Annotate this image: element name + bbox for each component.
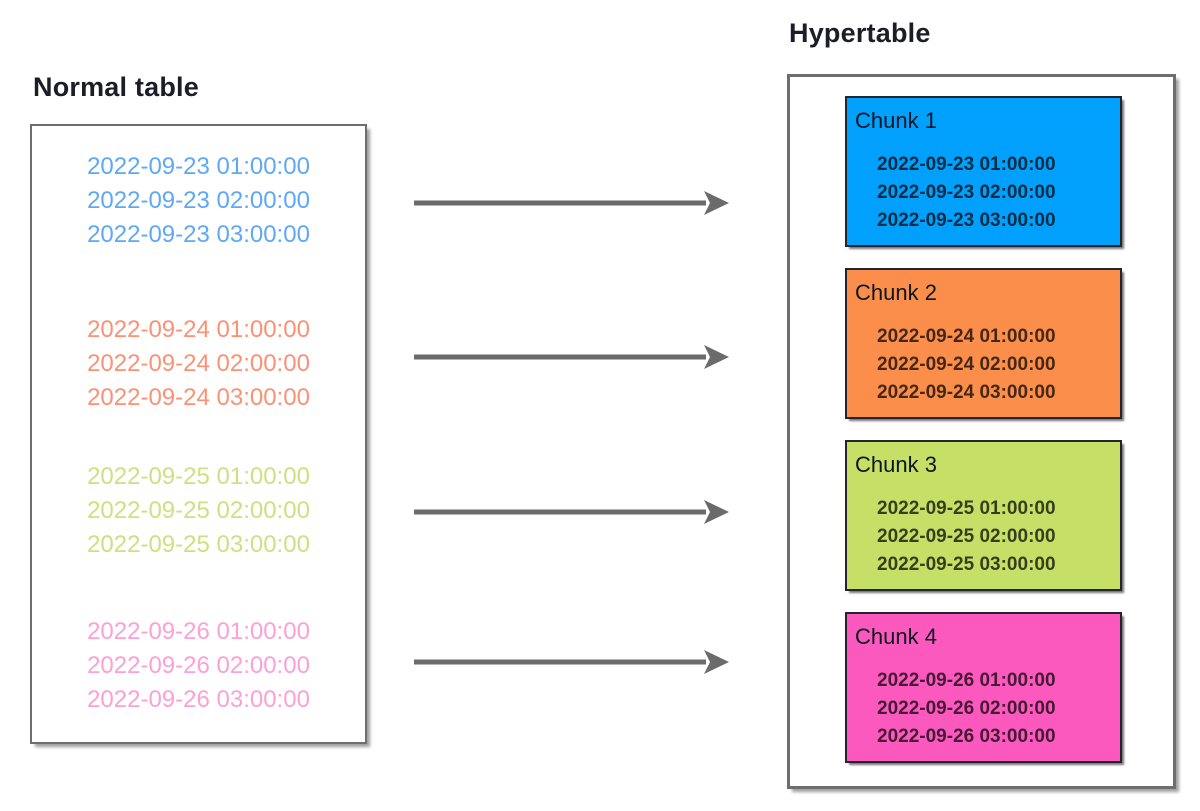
timestamp-row: 2022-09-23 02:00:00: [877, 182, 1056, 203]
flow-arrow-1: [414, 191, 729, 215]
chunk-1-rows: 2022-09-23 01:00:00 2022-09-23 02:00:00 …: [847, 151, 1120, 235]
timestamp-row: 2022-09-25 01:00:00: [87, 463, 310, 490]
flow-arrow-3: [414, 500, 729, 524]
timestamp-group-2022-09-25: 2022-09-25 01:00:00 2022-09-25 02:00:00 …: [32, 460, 365, 562]
normal-table-title: Normal table: [33, 72, 199, 102]
chunk-3-label: Chunk 3: [855, 452, 937, 477]
timestamp-row: 2022-09-26 02:00:00: [877, 698, 1056, 719]
chunk-2-label: Chunk 2: [855, 280, 937, 305]
chunk-2-box: Chunk 2 2022-09-24 01:00:00 2022-09-24 0…: [845, 268, 1122, 419]
timestamp-row: 2022-09-26 03:00:00: [87, 686, 310, 713]
chunk-4-box: Chunk 4 2022-09-26 01:00:00 2022-09-26 0…: [845, 612, 1122, 763]
timestamp-group-2022-09-23: 2022-09-23 01:00:00 2022-09-23 02:00:00 …: [32, 150, 365, 252]
timestamp-row: 2022-09-24 01:00:00: [87, 316, 310, 343]
timestamp-row: 2022-09-26 03:00:00: [877, 726, 1056, 747]
chunk-3-rows: 2022-09-25 01:00:00 2022-09-25 02:00:00 …: [847, 495, 1120, 579]
normal-table-box: 2022-09-23 01:00:00 2022-09-23 02:00:00 …: [30, 124, 367, 744]
timestamp-row: 2022-09-24 03:00:00: [87, 384, 310, 411]
timestamp-row: 2022-09-25 02:00:00: [87, 497, 310, 524]
timestamp-row: 2022-09-26 02:00:00: [87, 652, 310, 679]
timestamp-row: 2022-09-23 03:00:00: [877, 210, 1056, 231]
hypertable-title: Hypertable: [789, 18, 931, 48]
timestamp-row: 2022-09-25 02:00:00: [877, 526, 1056, 547]
timestamp-row: 2022-09-23 01:00:00: [87, 153, 310, 180]
chunk-4-label: Chunk 4: [855, 624, 937, 649]
timestamp-row: 2022-09-26 01:00:00: [87, 618, 310, 645]
hypertable-box: Chunk 1 2022-09-23 01:00:00 2022-09-23 0…: [787, 74, 1176, 789]
timestamp-row: 2022-09-25 03:00:00: [877, 554, 1056, 575]
chunk-1-label: Chunk 1: [855, 108, 937, 133]
timestamp-row: 2022-09-24 03:00:00: [877, 382, 1056, 403]
chunk-3-box: Chunk 3 2022-09-25 01:00:00 2022-09-25 0…: [845, 440, 1122, 591]
timestamp-row: 2022-09-25 01:00:00: [877, 498, 1056, 519]
chunk-2-rows: 2022-09-24 01:00:00 2022-09-24 02:00:00 …: [847, 323, 1120, 407]
timestamp-row: 2022-09-24 01:00:00: [877, 326, 1056, 347]
flow-arrow-2: [414, 345, 729, 369]
timestamp-row: 2022-09-25 03:00:00: [87, 531, 310, 558]
timestamp-row: 2022-09-24 02:00:00: [87, 350, 310, 377]
timestamp-row: 2022-09-23 01:00:00: [877, 154, 1056, 175]
chunk-4-rows: 2022-09-26 01:00:00 2022-09-26 02:00:00 …: [847, 667, 1120, 751]
chunk-1-box: Chunk 1 2022-09-23 01:00:00 2022-09-23 0…: [845, 96, 1122, 247]
flow-arrow-4: [414, 650, 729, 674]
timestamp-group-2022-09-24: 2022-09-24 01:00:00 2022-09-24 02:00:00 …: [32, 313, 365, 415]
timestamp-row: 2022-09-24 02:00:00: [877, 354, 1056, 375]
timestamp-row: 2022-09-26 01:00:00: [877, 670, 1056, 691]
timestamp-row: 2022-09-23 02:00:00: [87, 187, 310, 214]
timestamp-row: 2022-09-23 03:00:00: [87, 221, 310, 248]
timestamp-group-2022-09-26: 2022-09-26 01:00:00 2022-09-26 02:00:00 …: [32, 615, 365, 717]
